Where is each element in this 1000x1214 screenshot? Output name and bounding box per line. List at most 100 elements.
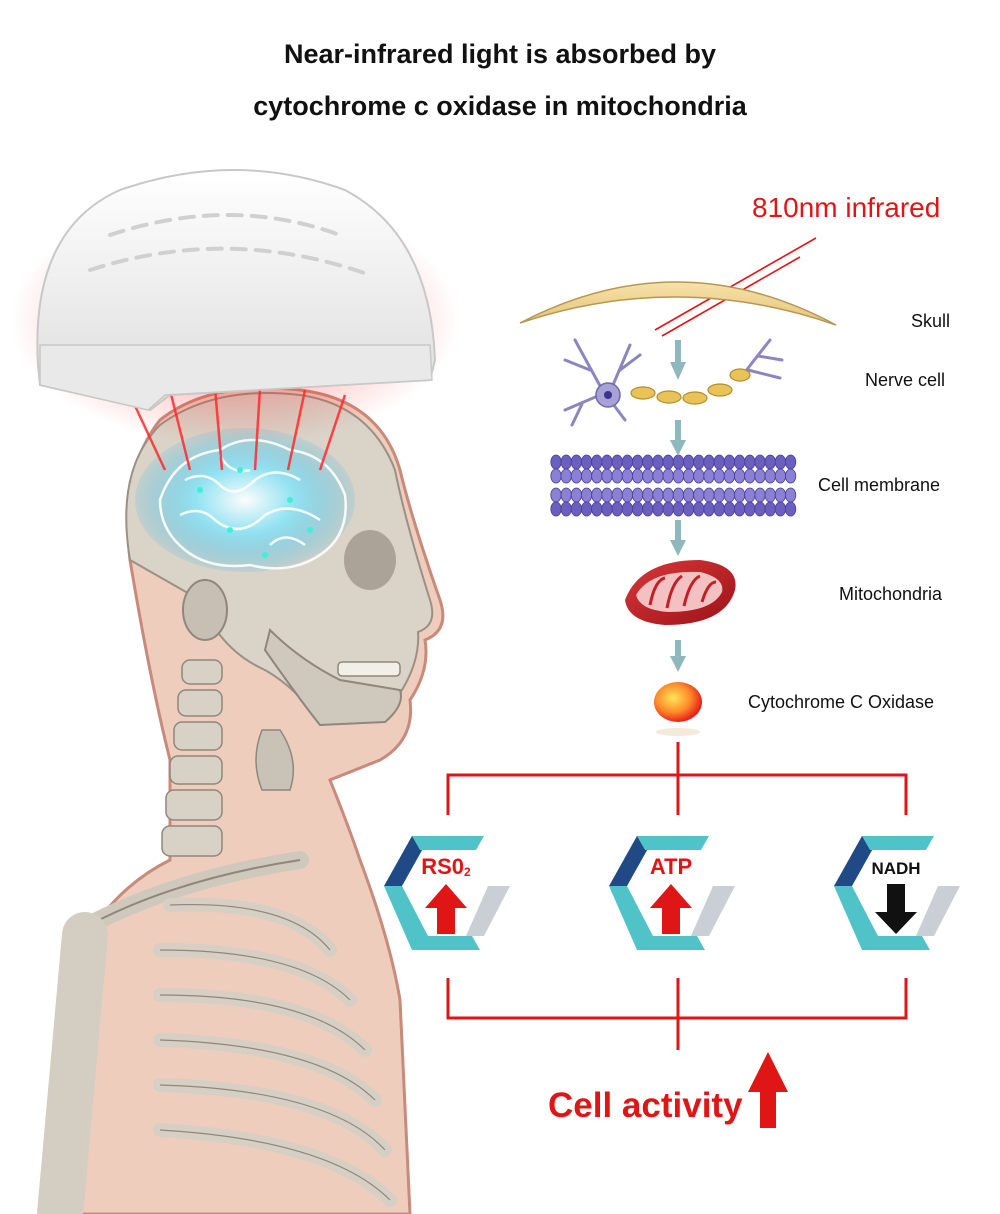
mitochondria-icon	[625, 560, 736, 625]
membrane-bead	[764, 501, 776, 517]
membrane-bead	[733, 487, 746, 503]
hex-segment-blue	[834, 836, 880, 886]
membrane-bead	[774, 454, 787, 470]
membrane-bead	[713, 468, 725, 484]
membrane-bead	[580, 487, 593, 503]
membrane-bead	[713, 487, 725, 503]
up-arrow-icon	[748, 1052, 788, 1128]
membrane-bead	[672, 487, 685, 503]
membrane-bead	[764, 487, 776, 503]
membrane-bead	[723, 454, 736, 470]
membrane-bead	[693, 454, 705, 470]
step-label-cytochrome: Cytochrome C Oxidase	[748, 692, 935, 712]
membrane-bead	[713, 454, 725, 470]
membrane-bead	[580, 468, 593, 484]
membrane-bead	[744, 468, 756, 484]
membrane-bead	[611, 454, 623, 470]
membrane-bead	[631, 487, 644, 503]
membrane-bead	[774, 501, 787, 517]
membrane-bead	[601, 468, 613, 484]
membrane-bead	[642, 454, 654, 470]
page-title: Near-infrared light is absorbed by cytoc…	[0, 28, 1000, 132]
connector-lines	[446, 742, 908, 1050]
membrane-bead	[662, 487, 674, 503]
hex-segment-teal-top	[412, 836, 484, 850]
membrane-bead	[672, 454, 685, 470]
membrane-bead	[621, 454, 634, 470]
membrane-bead	[580, 454, 593, 470]
step-label-cell-membrane: Cell membrane	[818, 475, 941, 495]
membrane-bead	[744, 454, 756, 470]
cytochrome-icon	[654, 682, 702, 736]
membrane-bead	[754, 487, 766, 503]
membrane-bead	[693, 468, 705, 484]
membrane-bead	[682, 468, 695, 484]
membrane-bead	[631, 501, 644, 517]
membrane-bead	[682, 487, 695, 503]
membrane-bead	[733, 468, 746, 484]
hex-segment-teal-top	[862, 836, 934, 850]
membrane-bead	[703, 487, 715, 503]
indicator-rs0: RS02	[384, 836, 510, 950]
indicator-group: RS02 ATP NADH	[384, 836, 960, 950]
membrane-bead	[570, 468, 583, 484]
title-line-2: cytochrome c oxidase in mitochondria	[253, 91, 747, 121]
cell-activity-label: Cell activity	[548, 1086, 743, 1125]
hex-segment-teal-bottom	[834, 886, 930, 950]
membrane-bead	[570, 454, 583, 470]
membrane-bead	[713, 501, 725, 517]
membrane-bead	[550, 501, 562, 517]
indicator-label: ATP	[650, 854, 692, 879]
membrane-bead	[570, 501, 583, 517]
hex-segment-teal-bottom	[609, 886, 705, 950]
membrane-bead	[642, 468, 654, 484]
membrane-bead	[591, 487, 603, 503]
skull-layer-icon	[519, 281, 837, 326]
membrane-bead	[784, 468, 797, 484]
hex-segment-grey	[691, 886, 735, 936]
membrane-bead	[723, 487, 736, 503]
membrane-bead	[591, 501, 603, 517]
membrane-bead	[693, 501, 705, 517]
membrane-bead	[621, 487, 634, 503]
membrane-bead	[764, 468, 776, 484]
membrane-bead	[652, 454, 664, 470]
membrane-bead	[764, 454, 776, 470]
membrane-bead	[550, 487, 562, 503]
membrane-bead	[611, 487, 623, 503]
membrane-bead	[580, 501, 593, 517]
membrane-bead	[652, 487, 664, 503]
membrane-bead	[723, 468, 736, 484]
membrane-bead	[662, 501, 674, 517]
membrane-bead	[754, 501, 766, 517]
membrane-bead	[703, 501, 715, 517]
membrane-bead	[621, 468, 634, 484]
membrane-bead	[560, 487, 572, 503]
membrane-bead	[601, 454, 613, 470]
membrane-bead	[560, 501, 572, 517]
membrane-bead	[703, 454, 715, 470]
indicator-nadh: NADH	[834, 836, 960, 950]
hex-segment-grey	[916, 886, 960, 936]
membrane-bead	[631, 468, 644, 484]
membrane-bead	[601, 487, 613, 503]
membrane-bead	[693, 487, 705, 503]
membrane-bead	[591, 454, 603, 470]
hex-segment-teal-bottom	[384, 886, 480, 950]
cell-membrane-icon	[550, 454, 797, 517]
membrane-bead	[642, 487, 654, 503]
membrane-bead	[550, 454, 562, 470]
membrane-bead	[652, 501, 664, 517]
membrane-bead	[703, 468, 715, 484]
membrane-bead	[570, 487, 583, 503]
membrane-bead	[744, 487, 756, 503]
membrane-bead	[560, 454, 572, 470]
membrane-bead	[733, 501, 746, 517]
hex-segment-blue	[609, 836, 655, 886]
hex-segment-grey	[466, 886, 510, 936]
down-arrow-icon	[670, 340, 686, 672]
membrane-bead	[591, 468, 603, 484]
membrane-bead	[631, 454, 644, 470]
helmet-icon	[36, 169, 437, 412]
